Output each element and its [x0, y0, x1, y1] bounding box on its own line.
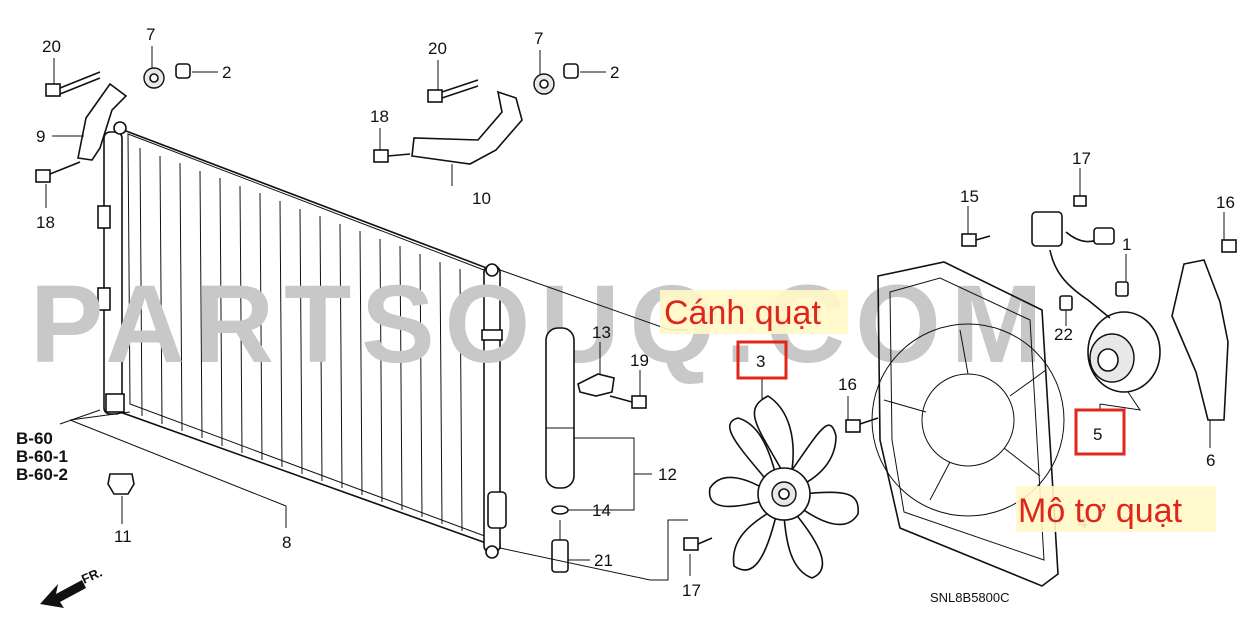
front-direction-label: FR. [79, 565, 104, 587]
part-label-3: 3 [756, 352, 765, 371]
ref-label-b60: B-60 [16, 429, 53, 448]
condenser-assembly [97, 121, 507, 559]
part-label-7: 7 [534, 29, 543, 48]
part-label-11: 11 [114, 527, 132, 546]
part-label-20: 20 [42, 37, 61, 56]
part-label-16: 16 [838, 375, 857, 394]
part-label-17: 17 [1072, 149, 1091, 168]
side-bracket [1171, 239, 1237, 421]
annotation-fan-blade: Cánh quạt [664, 294, 821, 332]
diagram-code: SNL8B5800C [930, 590, 1010, 605]
front-direction-indicator: FR. [40, 565, 104, 608]
upper-left-bracket-hardware [35, 63, 191, 183]
annotations: Cánh quạt Mô tơ quạt [660, 290, 1216, 532]
part-label-17: 17 [682, 581, 701, 600]
receiver-dryer-assembly [107, 327, 647, 573]
ref-label-b60-1: B-60-1 [16, 447, 68, 466]
part-label-8: 8 [282, 533, 291, 552]
part-label-19: 19 [630, 351, 649, 370]
part-label-12: 12 [658, 465, 677, 484]
fan-motor [1031, 195, 1161, 411]
part-label-7: 7 [146, 25, 155, 44]
part-label-20: 20 [428, 39, 447, 58]
part-label-14: 14 [592, 501, 611, 520]
condenser-fins [139, 147, 463, 532]
watermark-text: PARTSOUQ.COM [30, 263, 1052, 386]
part-label-5: 5 [1093, 425, 1102, 444]
part-label-1: 1 [1122, 235, 1131, 254]
fan-shroud [845, 233, 1065, 587]
front-arrow-icon [40, 580, 86, 608]
part-label-6: 6 [1206, 451, 1215, 470]
part-label-9: 9 [36, 127, 45, 146]
part-label-13: 13 [592, 323, 611, 342]
part-label-10: 10 [472, 189, 491, 208]
part-label-22: 22 [1054, 325, 1073, 344]
highlighted-part-labels: 3 5 [736, 340, 1126, 456]
part-label-16: 16 [1216, 193, 1235, 212]
part-label-18: 18 [370, 107, 389, 126]
reference-labels: B-60 B-60-1 B-60-2 [16, 429, 68, 484]
part-label-2: 2 [222, 63, 231, 82]
part-label-15: 15 [960, 187, 979, 206]
leader-lines [45, 46, 1225, 581]
upper-center-bracket-hardware [373, 63, 579, 165]
annotation-fan-motor: Mô tơ quạt [1018, 492, 1183, 530]
part-label-21: 21 [594, 551, 613, 570]
part-number-labels: 20 7 2 9 18 20 7 2 18 10 13 19 12 14 21 … [36, 25, 1235, 600]
part-label-2: 2 [610, 63, 619, 82]
fan-blade [683, 395, 859, 579]
ref-label-b60-2: B-60-2 [16, 465, 68, 484]
part-label-18: 18 [36, 213, 55, 232]
